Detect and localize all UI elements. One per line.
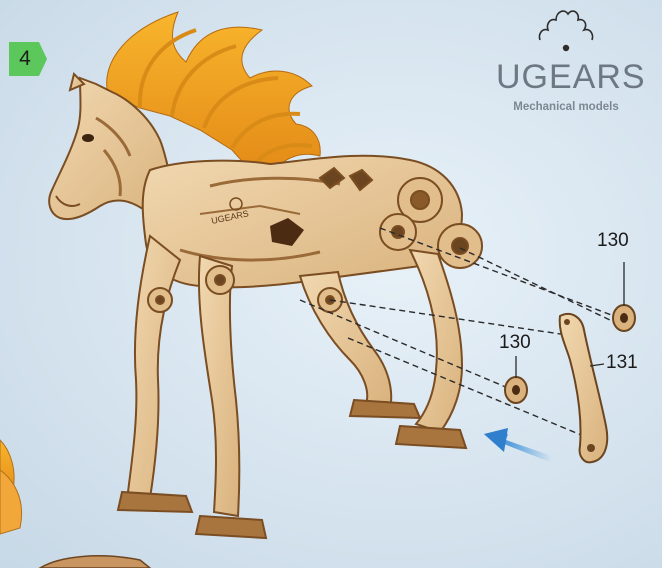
horse-body: UGEARS [143, 156, 462, 288]
part-label-130-mid: 130 [499, 332, 531, 354]
insert-direction-arrow [484, 428, 552, 462]
part-130-washer-top [613, 262, 635, 331]
brand-tagline: Mechanical models [496, 101, 636, 113]
gear-icon [534, 2, 598, 54]
part-130-washer-mid [505, 356, 527, 403]
part-label-131: 131 [606, 352, 638, 374]
step-badge: 4 [9, 42, 47, 76]
brand-name: UGEARS [496, 58, 636, 97]
part-131-arm [560, 314, 608, 462]
brand-logo: UGEARS Mechanical models [496, 2, 656, 120]
step-number: 4 [9, 42, 41, 76]
part-label-130-top: 130 [597, 230, 629, 252]
